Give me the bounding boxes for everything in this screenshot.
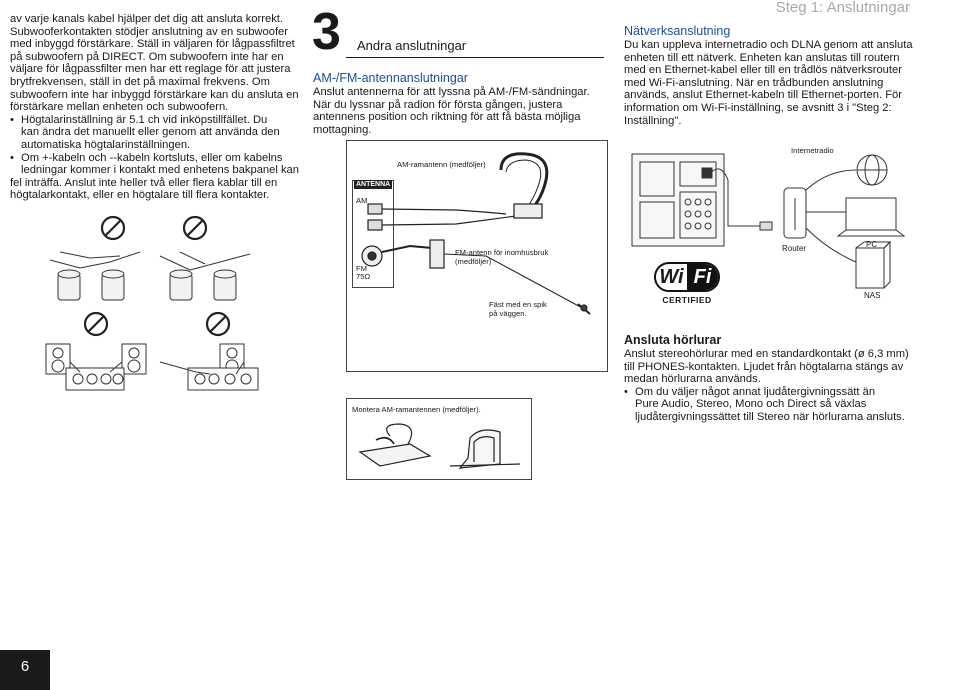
step-3-number: 3 (312, 3, 341, 61)
text-line: med en Ethernet-kabel eller till en tråd… (624, 64, 902, 77)
speaker-wiring-warning-illustrations (45, 215, 259, 391)
antenna-diagram-frame (346, 140, 608, 372)
text-line: brytfrekvensen, ställ in det på maximal … (10, 75, 270, 88)
headphones-heading: Ansluta hörlurar (624, 333, 722, 347)
text-line: Inställning". (624, 114, 682, 127)
internetradio-label: Internetradio (791, 146, 834, 155)
router-label: Router (782, 244, 807, 253)
text-line: Anslut antennerna för att lyssna på AM-/… (313, 86, 590, 98)
bullet-speaker-setting: Högtalarinställning är 5.1 ch vid inköps… (10, 114, 300, 127)
nail-label-2: på väggen. (489, 309, 527, 318)
network-heading: Nätverksanslutning (624, 24, 731, 38)
text-line: enheten till ett nätverk. Enheten kan an… (624, 51, 900, 64)
antenna-wiring-illustration (361, 152, 591, 315)
text-line: ljudåtergivningssättet till Stereo när h… (635, 410, 905, 423)
fm-indoor-label-2: (medföljer) (455, 257, 492, 266)
text-line: Du kan uppleva internetradio och DLNA ge… (624, 39, 913, 51)
wifi-logo-left: Wi (659, 266, 684, 288)
nas-label: NAS (864, 291, 881, 300)
am-terminal-label: AM (356, 196, 368, 205)
text-line: ledningar kommer i kontakt med enhetens … (21, 164, 299, 177)
pc-label: PC (866, 240, 878, 249)
text-line: med Wi-Fi-anslutning. När en trådbunden … (624, 76, 884, 89)
text-line: När du lyssnar på radion för första gång… (313, 98, 563, 111)
text-line: av varje kanals kabel hjälper det dig at… (10, 13, 284, 25)
wifi-certified-label: CERTIFIED (662, 295, 712, 305)
fm-ohm-label: 75Ω (356, 272, 371, 281)
fm-terminal-label: FM (356, 264, 367, 273)
text-line: Pure Audio, Stereo, Mono och Direct så v… (635, 398, 867, 411)
antenna-panel (352, 180, 394, 288)
step-title: Anslutningar (826, 0, 910, 16)
text-line: på subwoofern på DIRECT. Om subwoofern i… (10, 50, 284, 63)
am-mount-box (346, 398, 532, 480)
fm-indoor-label: FM-antenn för inomhusbruk (455, 248, 549, 257)
text-line: högtalarkontakt, eller en högtalare till… (10, 189, 270, 202)
am-mount-label: Montera AM-ramantennen (medföljer). (352, 405, 481, 414)
wifi-certified-logo: Wi Fi CERTIFIED (654, 262, 720, 306)
headphones-section: Ansluta hörlurar Anslut stereohörlurar m… (624, 333, 924, 424)
wifi-logo-right: Fi (687, 264, 718, 290)
page-number: 6 (20, 658, 30, 675)
text-line: medan hörlurarna används. (624, 373, 761, 386)
step-prefix: Steg 1: (775, 0, 824, 16)
text-line: till PHONES-kontakten. Ljudet från högta… (624, 360, 904, 373)
antenna-label: ANTENNA (354, 180, 393, 189)
text-line: Anslut stereohörlurar med en standardkon… (624, 348, 909, 360)
text-line: kan ändra det manuellt eller genom att a… (21, 126, 280, 139)
antenna-section: AM-/FM-antennanslutningar Anslut antenne… (313, 71, 603, 136)
nail-label: Fäst med en spik (489, 300, 547, 309)
network-section: Nätverksanslutning Du kan uppleva intern… (624, 24, 924, 127)
text-line: används, anslut Ethernet-kabeln till Eth… (624, 89, 902, 102)
text-line: automatiska högtalarinställningen. (21, 138, 191, 151)
text-line: fel inträffa. Anslut inte heller två ell… (10, 176, 278, 189)
step-3-title: Andra anslutningar (357, 38, 467, 53)
bullet-sound-mode: Om du väljer något annat ljudåtergivning… (624, 386, 924, 399)
network-diagram (631, 153, 906, 289)
bullet-short-circuit: Om +-kabeln och --kabeln kortsluts, elle… (10, 152, 300, 165)
page-header: Steg 1: Anslutningar (776, 0, 910, 16)
text-line: information om Wi-Fi-inställning, se avs… (624, 101, 892, 114)
step-3-rule (346, 57, 604, 58)
antenna-heading: AM-/FM-antennanslutningar (313, 71, 468, 85)
column-speaker-text: av varje kanals kabel hjälper det dig at… (10, 13, 300, 202)
text-line: subwoofern inte har inbyggd förstärkare … (10, 88, 299, 101)
text-line: Subwooferkontakten stödjer anslutning av… (10, 25, 288, 38)
text-line: väljare för lågpassfilter men har ett re… (10, 63, 291, 76)
text-line: förstärkare mellan enheten och subwoofer… (10, 101, 229, 114)
text-line: mottagning. (313, 123, 372, 136)
page-number-badge (0, 650, 50, 690)
am-loop-label: AM-ramantenn (medföljer) (397, 160, 486, 169)
am-mount-illustration (358, 423, 521, 469)
text-line: med inbyggd förstärkare. Ställ in väljar… (10, 38, 295, 51)
text-line: antennens position och riktning för att … (313, 111, 581, 124)
